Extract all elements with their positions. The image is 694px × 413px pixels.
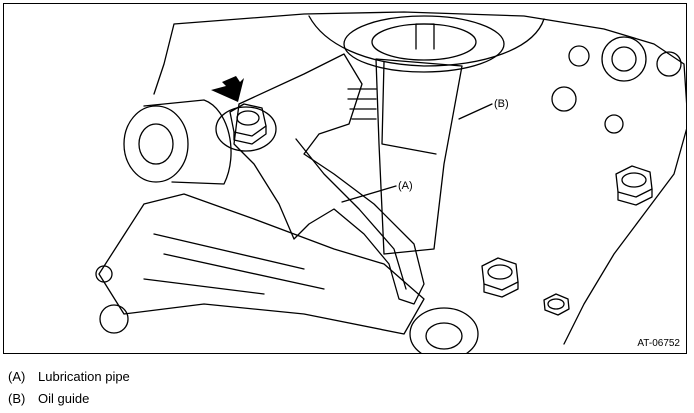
- bearing-opening: [343, 15, 505, 73]
- bolt-icon: [215, 103, 277, 152]
- lubrication-pipe-inner: [295, 138, 407, 290]
- left-bushing-body: [143, 99, 232, 185]
- oil-guide: [375, 58, 463, 255]
- callout-b-label: (B): [494, 98, 509, 110]
- right-boss-mid: [568, 45, 590, 67]
- right-boss-hole: [551, 86, 577, 112]
- left-bushing-inner: [138, 123, 174, 165]
- legend-item: (A) Lubrication pipe: [8, 366, 130, 388]
- legend-text: Oil guide: [38, 391, 90, 406]
- right-boss-far: [656, 51, 682, 77]
- case-outline-inner: [308, 15, 545, 67]
- oil-guide-hatch: [347, 88, 377, 120]
- illustration-frame: (A) (B) AT-06752: [3, 3, 687, 354]
- bolt-icon: [615, 165, 653, 206]
- right-boss-top: [601, 36, 647, 82]
- legend: (A) Lubrication pipe (B) Oil guide: [8, 366, 130, 410]
- lubrication-pipe: [233, 53, 425, 305]
- lower-arm: [98, 193, 425, 335]
- right-boss-top-inner: [611, 46, 637, 72]
- bolt-icon: [543, 293, 570, 316]
- case-outline: [153, 11, 686, 345]
- lower-arm-hatch: [143, 233, 325, 295]
- transmission-illustration: (A) (B): [95, 11, 686, 353]
- legend-key: (A): [8, 369, 26, 384]
- shaft: [415, 23, 435, 50]
- left-bushing: [123, 105, 189, 183]
- right-boss-hole2: [604, 114, 624, 134]
- callout-a-leader: [341, 185, 397, 203]
- lower-arm-hole: [99, 304, 129, 334]
- lower-bushing-inner: [425, 322, 463, 350]
- legend-key: (B): [8, 391, 26, 406]
- callout-a-label: (A): [398, 180, 413, 192]
- figure-id: AT-06752: [637, 338, 680, 349]
- lower-arm-hole2: [95, 265, 113, 283]
- callout-b-leader: [458, 103, 493, 120]
- legend-item: (B) Oil guide: [8, 388, 130, 410]
- bearing-inner: [371, 23, 477, 61]
- arrow-icon: [211, 76, 244, 102]
- bolt-icon: [481, 257, 519, 298]
- oil-guide-edge: [381, 61, 437, 155]
- legend-text: Lubrication pipe: [38, 369, 130, 384]
- lower-bushing: [409, 307, 479, 353]
